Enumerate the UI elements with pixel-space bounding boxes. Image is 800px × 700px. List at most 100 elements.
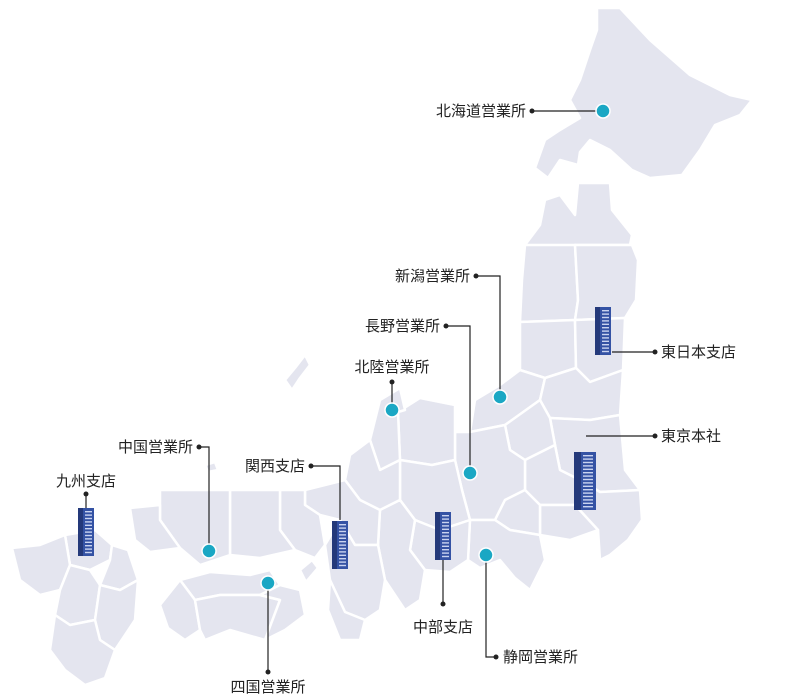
- label-hokuriku[interactable]: 北陸営業所: [354, 358, 429, 376]
- building-window: [442, 528, 449, 530]
- building-window: [442, 521, 449, 524]
- leader-nagano: [446, 325, 471, 473]
- region-fukushima: [538, 366, 625, 422]
- building-window: [85, 541, 92, 543]
- region-akita: [518, 243, 580, 324]
- building-window: [583, 458, 593, 460]
- building-window: [583, 506, 593, 508]
- building-window: [85, 514, 92, 516]
- building-window: [583, 475, 593, 477]
- leader-dot-tokyo: [652, 433, 658, 439]
- building-window: [602, 320, 609, 322]
- building-window: [339, 561, 346, 563]
- label-tokyo[interactable]: 東京本社: [661, 427, 721, 445]
- leader-dot-kyushu: [83, 491, 89, 497]
- building-window: [85, 551, 92, 554]
- building-window: [339, 558, 346, 560]
- region-hokkaido: [533, 6, 754, 180]
- tower-building-icon[interactable]: [574, 452, 596, 510]
- building-window: [602, 350, 609, 353]
- label-kyushu[interactable]: 九州支店: [56, 472, 116, 490]
- building-window: [85, 548, 92, 550]
- label-tohoku[interactable]: 東日本支店: [661, 343, 736, 361]
- building-window: [85, 524, 92, 526]
- building-window: [339, 534, 346, 536]
- building-window: [85, 511, 92, 513]
- circle-marker-icon[interactable]: [595, 103, 611, 119]
- label-kansai[interactable]: 関西支店: [245, 457, 305, 475]
- building-icon[interactable]: [78, 508, 94, 556]
- leader-dot-shizuoka: [493, 654, 499, 660]
- leader-shizuoka: [485, 555, 496, 658]
- building-window: [442, 555, 449, 558]
- circle-marker-icon[interactable]: [462, 465, 478, 481]
- label-shikoku[interactable]: 四国営業所: [230, 678, 305, 696]
- building-window: [442, 538, 449, 541]
- leader-kansai: [311, 465, 341, 520]
- circle-marker-icon[interactable]: [384, 402, 400, 418]
- building-window: [85, 521, 92, 523]
- label-chubu[interactable]: 中部支店: [413, 618, 473, 636]
- leader-dot-hokkaido: [529, 108, 535, 114]
- circle-marker-icon[interactable]: [478, 547, 494, 563]
- building-window: [602, 337, 609, 339]
- building-icon[interactable]: [435, 512, 451, 560]
- building-window: [583, 461, 593, 464]
- building-window: [602, 313, 609, 315]
- building-window: [442, 542, 449, 544]
- label-nagano[interactable]: 長野営業所: [365, 317, 440, 335]
- building-window: [442, 515, 449, 517]
- building-window: [339, 524, 346, 526]
- building-window: [339, 544, 346, 546]
- building-window: [85, 545, 92, 547]
- sales-office-markers: [201, 103, 611, 591]
- building-window: [339, 564, 346, 567]
- japan-landmass: [10, 6, 754, 687]
- building-window: [583, 472, 593, 474]
- region-shimane-hiroshima: [158, 488, 232, 567]
- leader-dot-chugoku: [196, 444, 202, 450]
- leader-dot-nagano: [443, 323, 449, 329]
- building-window: [339, 551, 346, 553]
- building-icon[interactable]: [332, 521, 348, 569]
- region-kagoshima: [48, 613, 117, 687]
- label-hokkaido[interactable]: 北海道営業所: [436, 102, 526, 120]
- building-window: [602, 333, 609, 336]
- region-wakayama: [326, 578, 367, 642]
- region-awaji-island: [298, 558, 320, 584]
- building-window: [583, 495, 593, 498]
- branch-buildings: [78, 307, 611, 569]
- building-window: [583, 478, 593, 481]
- label-niigata[interactable]: 新潟営業所: [395, 267, 470, 285]
- region-aomori: [523, 181, 634, 250]
- region-tokushima: [258, 583, 307, 642]
- building-window: [339, 541, 346, 543]
- building-window: [602, 347, 609, 349]
- circle-marker-icon[interactable]: [260, 575, 276, 591]
- building-window: [583, 482, 593, 484]
- leader-dot-hokuriku: [389, 379, 395, 385]
- building-window: [602, 310, 609, 312]
- building-window: [339, 530, 346, 533]
- circle-marker-icon[interactable]: [492, 389, 508, 405]
- label-shizuoka[interactable]: 静岡営業所: [503, 648, 578, 666]
- building-window: [602, 330, 609, 332]
- building-window: [85, 534, 92, 537]
- building-icon[interactable]: [595, 307, 611, 355]
- building-window: [442, 549, 449, 551]
- region-iwate: [573, 243, 640, 322]
- building-window: [85, 528, 92, 530]
- region-yamaguchi: [128, 503, 182, 554]
- leader-dot-tohoku: [652, 349, 658, 355]
- region-sado-island: [283, 353, 312, 392]
- circle-marker-icon[interactable]: [201, 543, 217, 559]
- location-labels: 北海道営業所 新潟営業所 長野営業所 北陸営業所 中国営業所 四国営業所 静岡営…: [56, 102, 736, 696]
- building-window: [442, 518, 449, 520]
- building-window: [602, 327, 609, 329]
- building-window: [583, 489, 593, 491]
- label-chugoku[interactable]: 中国営業所: [118, 438, 193, 456]
- building-window: [85, 517, 92, 520]
- building-window: [583, 502, 593, 504]
- building-window: [583, 485, 593, 487]
